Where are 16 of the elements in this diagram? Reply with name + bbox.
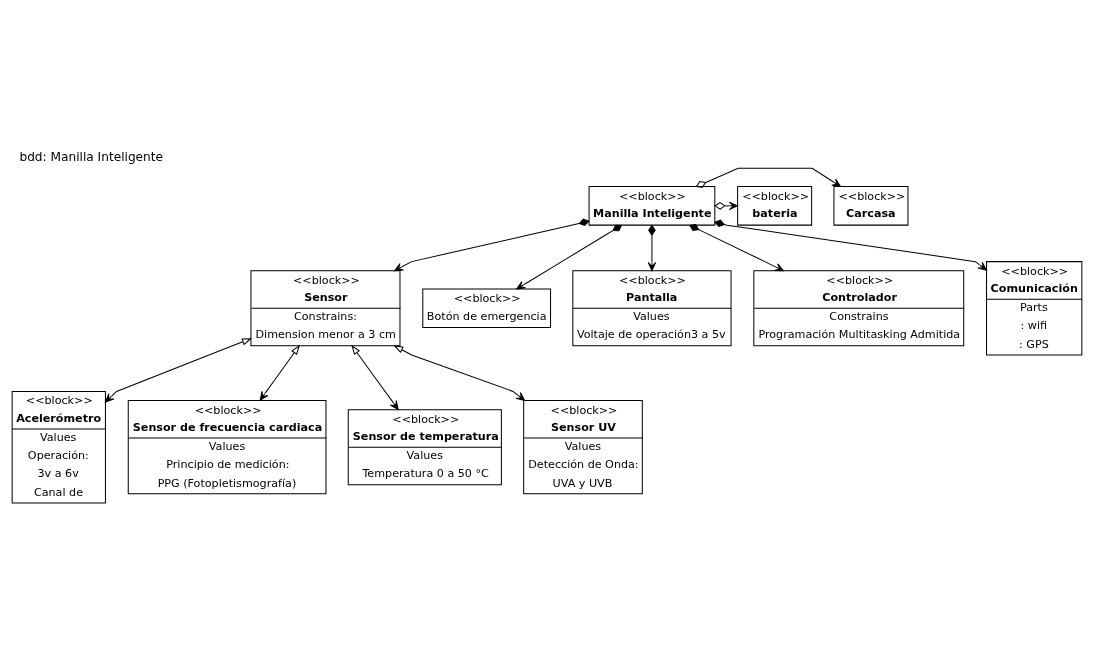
node-box: <<block>> Carcasa	[833, 186, 909, 226]
arrow	[689, 223, 784, 272]
arrow	[714, 219, 987, 271]
arrow	[516, 224, 623, 290]
arrow	[695, 167, 841, 189]
arrow	[714, 201, 738, 210]
arrow	[394, 218, 590, 272]
node-box: <<block>> Manilla Inteligente	[588, 186, 716, 226]
arrow	[351, 344, 399, 410]
arrow	[259, 344, 300, 401]
node-box: <<block>> bateria	[737, 186, 813, 226]
node-box: <<block>> Botón de emergencia	[422, 288, 552, 329]
arrow	[647, 224, 657, 272]
diagram-title: bdd: Manilla Inteligente	[19, 149, 164, 164]
arrow	[393, 345, 526, 401]
arrow	[104, 338, 253, 403]
